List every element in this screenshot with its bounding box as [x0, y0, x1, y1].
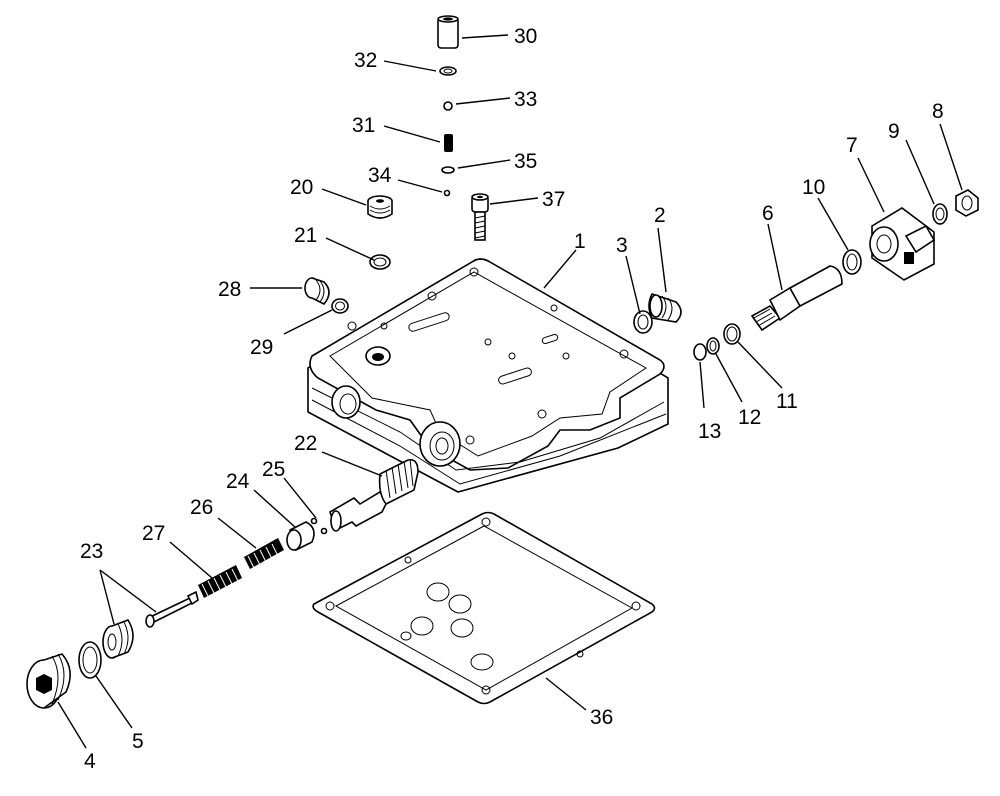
callout-6: 6: [762, 202, 774, 225]
callout-36: 36: [590, 706, 613, 729]
callout-20: 20: [290, 176, 313, 199]
callout-35: 35: [514, 150, 537, 173]
callout-34: 34: [368, 164, 392, 187]
callout-33: 33: [514, 88, 537, 111]
callout-24: 24: [226, 470, 250, 493]
callout-21: 21: [294, 224, 317, 247]
callout-25: 25: [262, 458, 285, 481]
callout-23: 23: [80, 540, 103, 563]
callout-4: 4: [84, 750, 96, 773]
callout-26: 26: [190, 496, 213, 519]
valve-housing-part: [307, 258, 669, 493]
callout-28: 28: [218, 278, 241, 301]
callout-1: 1: [574, 230, 586, 253]
callout-30: 30: [514, 25, 537, 48]
callout-3: 3: [616, 234, 628, 257]
callout-10: 10: [802, 176, 825, 199]
callout-9: 9: [888, 120, 900, 143]
gasket-part: [312, 511, 656, 705]
callout-5: 5: [132, 730, 144, 753]
callout-11: 11: [776, 390, 798, 413]
callout-labels: 30 32 33 31 35 34 37 20 21 28 29 1 3 2 1…: [80, 25, 944, 773]
callout-7: 7: [846, 134, 858, 157]
callout-29: 29: [250, 336, 273, 359]
solenoid-valve-parts: [693, 189, 979, 361]
top-valve-stack-parts: [437, 15, 489, 241]
callout-22: 22: [294, 432, 317, 455]
callout-13: 13: [698, 420, 721, 443]
plug-20-oring-21-parts: [367, 195, 393, 270]
spool-and-relief-parts: [26, 458, 419, 709]
callout-8: 8: [932, 100, 944, 123]
plug-28-oring-29-parts: [304, 277, 349, 314]
leader-lines: [57, 34, 963, 749]
callout-37: 37: [542, 188, 565, 211]
callout-31: 31: [352, 114, 375, 137]
callout-32: 32: [354, 49, 377, 72]
plug-2-ring-3-parts: [633, 293, 682, 334]
callout-12: 12: [738, 406, 761, 429]
callout-27: 27: [142, 522, 165, 545]
callout-2: 2: [654, 204, 666, 227]
